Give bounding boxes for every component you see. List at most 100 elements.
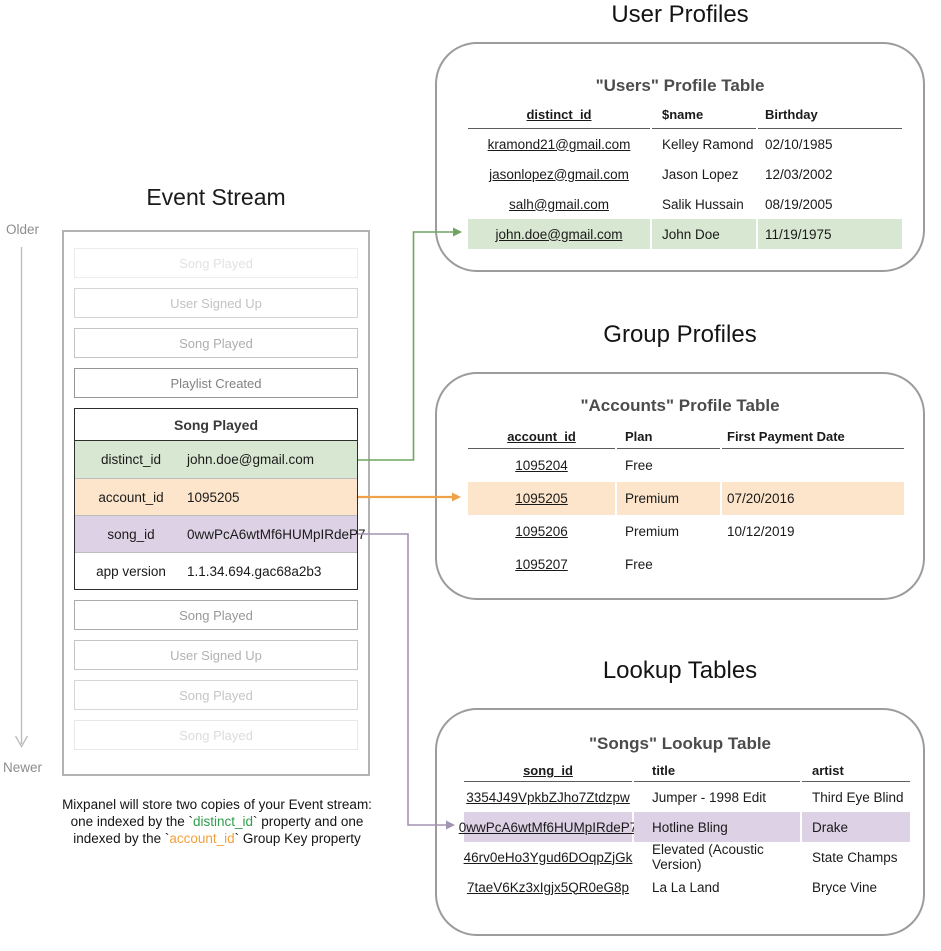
distinct-id-code: distinct_id [192,814,254,829]
property-key: account_id [98,489,164,505]
property-key: song_id [107,526,155,542]
table-cell: Free [625,557,653,572]
table-row: 7taeV6Kz3xIgjx5QR0eG8p La La Land Bryce … [464,872,910,902]
ghost-event-row: Song Played [74,328,358,358]
table-cell: Third Eye Blind [812,789,904,805]
table-cell: Elevated (Acoustic Version) [652,842,764,872]
users-profile-card: "Users" Profile Table distinct_id $name … [435,42,925,272]
table-cell: Kelley Ramond [662,136,754,152]
table-cell: Free [625,458,653,473]
table-row: kramond21@gmail.com Kelley Ramond 02/10/… [468,129,902,159]
table-cell: Hotline Bling [634,812,800,842]
property-row-distinct-id: distinct_id john.doe@gmail.com [75,441,357,478]
table-row: 3354J49VpkbZJho7Ztdzpw Jumper - 1998 Edi… [464,782,910,812]
caption-line-1: Mixpanel will store two copies of your E… [62,797,372,812]
column-header-birthday: Birthday [758,101,902,129]
ghost-event-row: User Signed Up [74,288,358,318]
table-cell: 1095207 [515,557,568,572]
event-card-header: Song Played [75,409,357,441]
table-cell: 7taeV6Kz3xIgjx5QR0eG8p [466,879,630,895]
table-cell: Jason Lopez [662,166,739,182]
property-row-song-id: song_id 0wwPcA6wtMf6HUMpIRdeP7 [75,515,366,552]
table-cell: Premium [617,482,720,515]
songs-table: song_id title artist 3354J49VpkbZJho7Ztd… [459,760,910,902]
table-row-highlighted: 1095205 Premium 07/20/2016 [468,482,904,515]
column-header-song-id: song_id [464,760,632,782]
table-row: 1095204 Free [468,449,904,482]
table-cell: La La Land [652,879,720,895]
column-header-distinct-id: distinct_id [468,101,650,129]
caption-text: one indexed by the ` [70,814,193,829]
table-cell: 10/12/2019 [727,524,795,539]
table-cell: 46rv0eHo3Ygud6DOqpZjGk [463,849,633,865]
table-cell: State Champs [812,849,898,865]
table-row-highlighted: john.doe@gmail.com John Doe 11/19/1975 [468,219,902,249]
newer-label: Newer [3,760,43,775]
column-header-first-payment-date: First Payment Date [722,424,904,449]
ghost-event-row: Song Played [74,248,358,278]
table-cell: 1095206 [515,524,568,539]
property-key: app version [96,563,166,579]
table-cell: 08/19/2005 [765,196,833,212]
caption-text: ` Group Key property [234,831,361,846]
older-label: Older [6,222,40,237]
table-row: 1095206 Premium 10/12/2019 [468,515,904,548]
table-header-row: song_id title artist [464,760,910,782]
table-cell: 1095204 [515,458,568,473]
table-cell: 12/03/2002 [765,166,833,182]
property-key: distinct_id [100,452,162,467]
table-cell: Bryce Vine [812,879,878,895]
ghost-event-row: Song Played [74,600,358,630]
ghost-event-row: Song Played [74,720,358,750]
table-cell: john.doe@gmail.com [468,219,650,249]
table-cell: 07/20/2016 [722,482,904,515]
table-cell: Premium [625,524,680,539]
table-cell [722,449,904,482]
table-header-row: distinct_id $name Birthday [468,101,902,129]
table-cell: 0wwPcA6wtMf6HUMpIRdeP7 [459,812,637,842]
caption-text: ` property and one [253,814,364,829]
song-played-event-card: Song Played distinct_id john.doe@gmail.c… [74,408,366,590]
table-cell [722,548,904,581]
account-id-code: account_id [169,831,235,846]
table-row: 1095207 Free [468,548,904,581]
column-header-account-id: account_id [468,424,615,449]
table-cell: Drake [802,812,910,842]
accounts-profile-card: "Accounts" Profile Table account_id Plan… [435,372,937,612]
property-value: 1.1.34.694.gac68a2b3 [187,563,322,579]
users-table-title: "Users" Profile Table [595,76,765,95]
event-stream-title: Event Stream [146,184,286,210]
caption-text: indexed by the ` [73,831,170,846]
table-row: salh@gmail.com Salik Hussain 08/19/2005 [468,189,902,219]
table-row-highlighted: 0wwPcA6wtMf6HUMpIRdeP7 Hotline Bling Dra… [459,812,910,842]
table-cell: jasonlopez@gmail.com [489,166,629,182]
timeline-arrow [14,247,29,748]
column-header-plan: Plan [617,424,720,449]
users-table: distinct_id $name Birthday kramond21@gma… [468,101,902,249]
table-cell: 1095205 [468,482,615,515]
property-row-account-id: account_id 1095205 [75,478,357,515]
table-row: jasonlopez@gmail.com Jason Lopez 12/03/2… [468,159,902,189]
ghost-event-row: Playlist Created [74,368,358,398]
column-header-artist: artist [802,760,910,782]
property-row-app-version: app version 1.1.34.694.gac68a2b3 [75,552,357,589]
footnote-caption: Mixpanel will store two copies of your E… [20,796,414,847]
table-cell: 3354J49VpkbZJho7Ztdzpw [466,789,630,805]
table-cell: salh@gmail.com [509,196,609,212]
property-value: 1095205 [187,489,240,505]
table-cell: Salik Hussain [662,196,744,212]
table-cell: 02/10/1985 [765,136,833,152]
table-row: 46rv0eHo3Ygud6DOqpZjGk Elevated (Acousti… [464,842,910,872]
table-header-row: account_id Plan First Payment Date [468,424,904,449]
user-profiles-title: User Profiles [611,1,749,28]
caption-line-3: indexed by the `account_id` Group Key pr… [20,830,414,847]
column-header-title: title [634,760,800,782]
table-cell: Jumper - 1998 Edit [652,789,767,805]
property-value: 0wwPcA6wtMf6HUMpIRdeP7 [187,526,366,542]
property-value: john.doe@gmail.com [187,452,315,467]
table-cell: John Doe [652,219,756,249]
ghost-event-row: Song Played [74,680,358,710]
column-header-name: $name [652,101,756,129]
caption-line-2: one indexed by the `distinct_id` propert… [20,813,414,830]
